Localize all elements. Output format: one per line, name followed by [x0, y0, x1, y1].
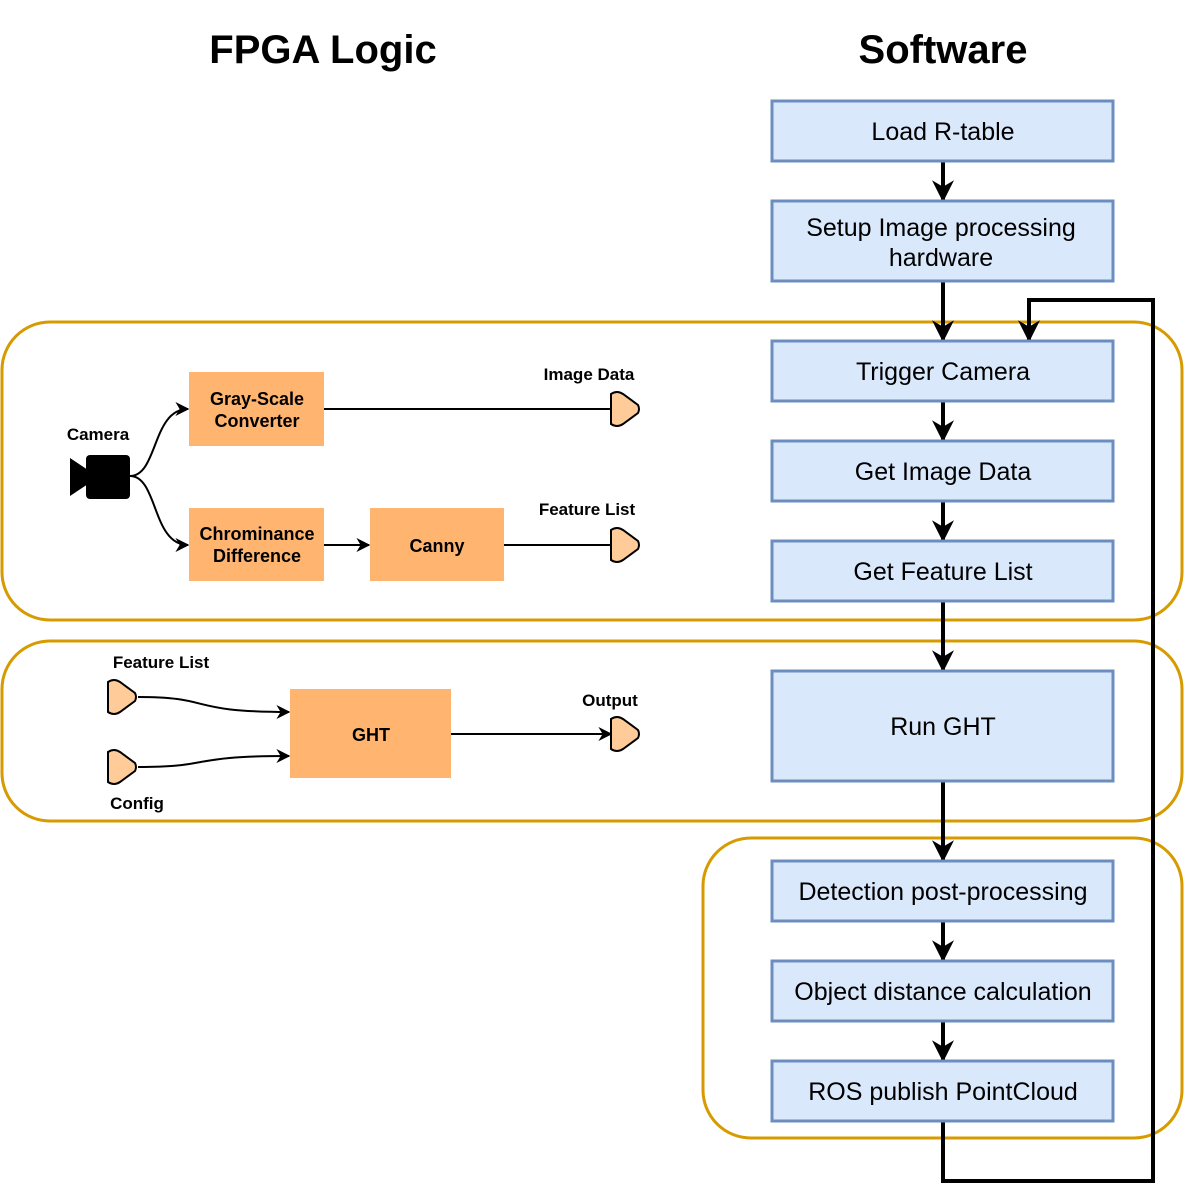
- config-to-ght-connector: [137, 749, 291, 768]
- ght-input-feature-list-label: Feature List: [113, 653, 210, 672]
- step-box-load-rtable: [770, 99, 1115, 163]
- feature-list-port-label: Feature List: [539, 500, 636, 519]
- image-data-port-label: Image Data: [544, 365, 635, 384]
- ght-box: [290, 689, 451, 778]
- step-run-ght: Run GHT: [890, 713, 996, 741]
- chrominance-difference-line1: Chrominance: [199, 524, 314, 544]
- ght-label: GHT: [352, 725, 390, 745]
- step-box-ros-publish: [770, 1059, 1115, 1123]
- software-heading: Software: [859, 28, 1028, 72]
- canny-box: [370, 508, 504, 581]
- step-detection: Detection post-processing: [798, 878, 1087, 906]
- grayscale-converter-line1: Gray-Scale: [210, 389, 304, 409]
- step-get-image-data: Get Image Data: [855, 458, 1032, 486]
- ght-input-config-label: Config: [110, 794, 164, 813]
- ght-feature-list-input-port-icon: [107, 679, 137, 715]
- step-get-feature-list: Get Feature List: [853, 558, 1032, 586]
- step-box-trigger-camera: [770, 339, 1115, 403]
- grayscale-converter-box: [189, 372, 324, 446]
- step-box-run-ght: [770, 669, 1115, 783]
- camera-pipeline: Camera Gray-Scale Converter Chrominance …: [67, 365, 640, 581]
- grayscale-converter-line2: Converter: [214, 411, 299, 431]
- ght-config-input-port-icon: [107, 749, 137, 785]
- software-flow-arrows: [932, 161, 1155, 1183]
- ght-pipeline: Feature List Config GHT Output: [107, 653, 640, 813]
- loop-back-arrow: [941, 298, 1155, 1183]
- step-load-rtable: Load R-table: [871, 118, 1014, 146]
- software-steps: [770, 99, 1115, 1123]
- step-box-detection: [770, 859, 1115, 923]
- camera-to-grayscale-connector: [129, 402, 190, 477]
- chrominance-difference-line2: Difference: [213, 546, 301, 566]
- step-setup-hardware-line1: Setup Image processing: [806, 214, 1076, 242]
- ght-output-label: Output: [582, 691, 638, 710]
- chrominance-difference-box: [189, 508, 324, 581]
- feature-list-to-ght-connector: [137, 696, 291, 719]
- step-box-get-feature-list: [770, 539, 1115, 603]
- step-setup-hardware-line2: hardware: [889, 244, 993, 272]
- step-box-distance: [770, 959, 1115, 1023]
- camera-icon: [70, 455, 130, 499]
- camera-to-chrominance-connector: [129, 475, 190, 552]
- step-trigger-camera: Trigger Camera: [856, 358, 1030, 386]
- step-box-get-image-data: [770, 439, 1115, 503]
- feature-list-port-icon: [610, 527, 640, 563]
- camera-group-outline: [0, 320, 1184, 622]
- step-ros-publish: ROS publish PointCloud: [808, 1078, 1078, 1106]
- software-step-labels: Load R-table Setup Image processing hard…: [794, 118, 1091, 1106]
- canny-label: Canny: [409, 536, 464, 556]
- camera-label: Camera: [67, 425, 130, 444]
- step-box-setup-hardware: [770, 199, 1115, 283]
- ght-group-outline: [0, 639, 1184, 823]
- fpga-logic-heading: FPGA Logic: [209, 28, 436, 72]
- step-distance: Object distance calculation: [794, 978, 1091, 1006]
- image-data-port-icon: [610, 391, 640, 427]
- ght-output-port-icon: [610, 716, 640, 752]
